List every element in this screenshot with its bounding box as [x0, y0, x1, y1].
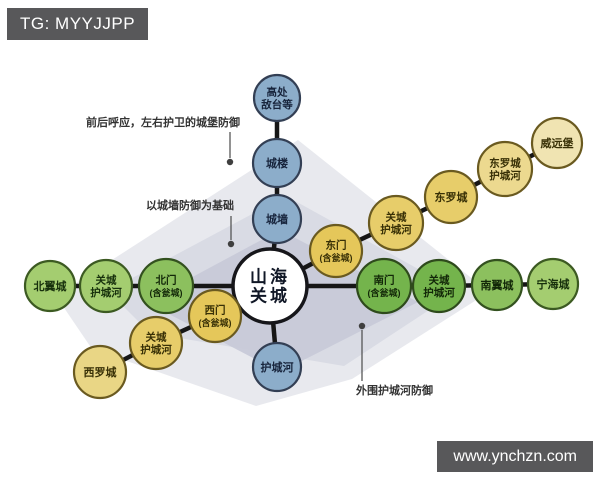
watermark-badge-bottom: www.ynchzn.com: [437, 441, 593, 472]
node-weiyuanbao: 威远堡: [530, 116, 584, 170]
node-beimen: 北门(含瓮城): [137, 257, 195, 315]
node-label: 护城河: [423, 286, 455, 299]
node-label: 护城河: [261, 360, 294, 374]
node-label: 城楼: [266, 156, 288, 170]
node-huchenghe: 护城河: [251, 341, 303, 393]
annotation-moat-defense: 外围护城河防御: [355, 383, 433, 397]
node-dongmen: 东门(含瓮城): [308, 223, 364, 279]
node-chenglou: 城楼: [251, 137, 303, 189]
node-label: 关城: [96, 273, 117, 286]
watermark-badge-top: TG: MYYJJPP: [7, 8, 149, 40]
node-label: (含瓮城): [199, 317, 232, 328]
annotation-dot: [227, 240, 235, 248]
annotation-dot: [358, 322, 366, 330]
node-label: (含瓮城): [368, 287, 401, 298]
node-label: 高处: [267, 85, 288, 98]
node-label: 南翼城: [481, 278, 514, 292]
node-label: 东罗城: [489, 156, 521, 169]
node-dongluocheng: 东罗城: [423, 169, 479, 225]
node-label: 关城: [146, 330, 167, 343]
node-label: 北翼城: [34, 279, 67, 293]
node-label: 威远堡: [541, 136, 574, 150]
annotation-dot: [226, 158, 234, 166]
node-label: 护城河: [90, 286, 122, 299]
node-label: 敌台等: [261, 98, 293, 111]
node-label: 关城: [250, 285, 290, 305]
node-nanyicheng: 南翼城: [470, 258, 524, 312]
node-nanmen: 南门(含瓮城): [355, 257, 413, 315]
annotation-wall-defense: 以城墙防御为基础: [146, 198, 234, 212]
node-ninghaicheng: 宁海城: [526, 257, 580, 311]
node-label: 西罗城: [84, 365, 117, 379]
node-label: 关城: [386, 210, 407, 223]
watermark-top-text: TG: MYYJJPP: [20, 14, 136, 33]
watermark-bottom-text: www.ynchzn.com: [453, 447, 577, 465]
node-label: 护城河: [140, 343, 172, 356]
node-chengqiang: 城墙: [251, 193, 303, 245]
node-label: 关城: [429, 273, 450, 286]
node-beiyicheng: 北翼城: [23, 259, 77, 313]
node-label: 北门: [156, 273, 177, 286]
node-ximen: 西门(含瓮城): [187, 288, 243, 344]
node-label: 护城河: [380, 223, 412, 236]
node-xiluocheng: 西罗城: [72, 344, 128, 400]
node-label: 城墙: [266, 212, 288, 226]
node-label: (含瓮城): [150, 287, 183, 298]
node-label: 东门: [326, 238, 347, 251]
node-label: 西门: [205, 303, 226, 316]
node-label: 东罗城: [435, 190, 468, 204]
node-label: 宁海城: [537, 277, 570, 291]
node-label: 护城河: [489, 169, 521, 182]
node-label: 山海: [250, 266, 290, 286]
annotation-castle-defense: 前后呼应，左右护卫的城堡防御: [86, 115, 240, 129]
node-label: 南门: [374, 273, 395, 286]
node-label: (含瓮城): [320, 252, 353, 263]
